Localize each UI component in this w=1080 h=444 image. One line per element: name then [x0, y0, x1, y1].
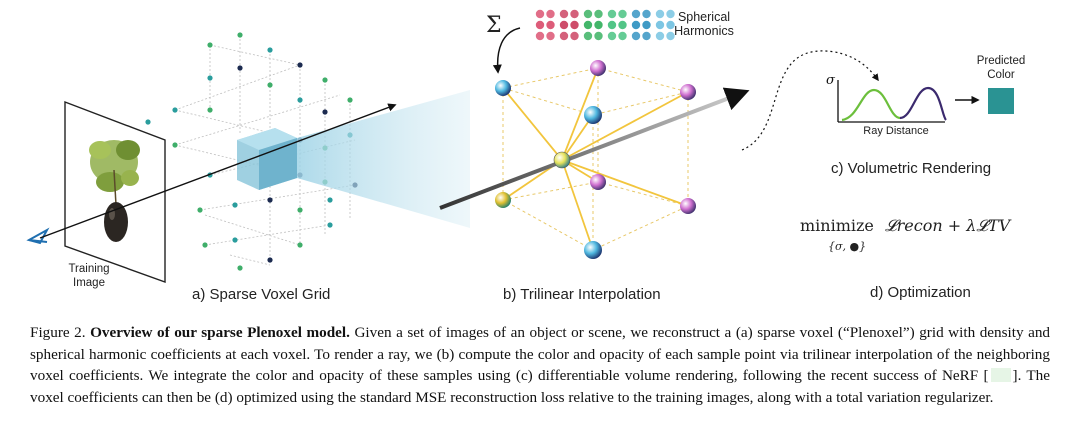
voxel-dot — [297, 207, 303, 213]
sh-basis-icon — [655, 9, 665, 19]
voxel-dot — [202, 242, 208, 248]
sum-symbol: Σ — [486, 13, 502, 38]
sh-basis-icon — [607, 31, 617, 41]
sh-basis-icon — [570, 9, 579, 19]
sh-basis-icon — [559, 31, 569, 41]
sh-basis-icon — [546, 9, 555, 19]
corner-spheres — [495, 60, 696, 259]
caption-body-1: Given a set of images of an object or sc… — [30, 324, 1051, 385]
loss-expression: 𝓛recon + λ𝓛TV — [885, 216, 1011, 235]
sh-basis-icon — [666, 31, 675, 41]
sigma-label: σ — [826, 73, 836, 88]
sh-basis-icon — [666, 9, 675, 19]
sh-basis-icon — [655, 20, 665, 30]
optimization-subscript: {σ, ●} — [828, 240, 867, 253]
sh-basis-icon — [631, 9, 641, 19]
caption-figure-number: Figure 2. — [30, 324, 86, 341]
figure-caption: Figure 2. Overview of our sparse Plenoxe… — [30, 322, 1050, 408]
sh-basis-icon — [631, 31, 641, 41]
sh-basis-icon — [642, 31, 651, 41]
highlighted-voxel — [237, 128, 297, 190]
figure-illustration: Σ σ — [26, 9, 1014, 283]
panel-label-b: b) Trilinear Interpolation — [503, 286, 661, 303]
sh-basis-icon — [546, 31, 555, 41]
voxel-dot — [322, 109, 328, 115]
voxel-dot — [172, 142, 178, 148]
sh-basis-icon — [618, 31, 627, 41]
sh-basis-icon — [607, 9, 617, 19]
voxel-dot — [297, 97, 303, 103]
spherical-harmonics-label: Spherical Harmonics — [674, 10, 734, 38]
sh-basis-icon — [607, 20, 617, 30]
voxel-dot — [347, 97, 353, 103]
zoom-beam — [297, 90, 470, 228]
ray-a — [39, 103, 397, 239]
panel-label-c: c) Volumetric Rendering — [831, 160, 992, 177]
sh-basis-icon — [570, 20, 579, 30]
voxel-dot — [207, 75, 213, 81]
sh-basis-icon — [594, 9, 603, 19]
voxel-dot — [267, 257, 273, 263]
sh-basis-icon — [535, 31, 545, 41]
panel-label-a: a) Sparse Voxel Grid — [192, 286, 331, 303]
voxel-dot — [232, 202, 238, 208]
citation-link[interactable] — [990, 368, 1011, 383]
density-curve-green — [841, 88, 901, 122]
voxel-dot — [267, 197, 273, 203]
voxel-dot — [267, 47, 273, 53]
voxel-dot — [237, 32, 243, 38]
voxel-dot — [237, 265, 243, 271]
interpolation-cube — [501, 67, 690, 251]
panel-label-d: d) Optimization — [870, 284, 971, 301]
sh-basis-icon — [631, 20, 641, 30]
voxel-dot — [172, 107, 178, 113]
voxel-dot — [297, 62, 303, 68]
voxel-dot — [237, 65, 243, 71]
voxel-dot — [322, 77, 328, 83]
optimization-equation: minimize 𝓛recon + λ𝓛TV — [800, 216, 1010, 236]
sh-basis-icon — [535, 20, 545, 30]
sh-basis-icon — [559, 20, 569, 30]
voxel-dot — [267, 82, 273, 88]
ray-distance-label: Ray Distance — [863, 125, 929, 137]
dotted-connector — [741, 50, 879, 151]
voxel-dot — [327, 197, 333, 203]
predicted-color-label: Predicted Color — [976, 55, 1026, 81]
sh-basis-icon — [666, 20, 675, 30]
sh-basis-icon — [535, 9, 545, 19]
sh-basis-icon — [655, 31, 665, 41]
predicted-color-swatch — [988, 88, 1014, 114]
spherical-harmonics-grid — [535, 9, 675, 41]
voxel-dot — [232, 237, 238, 243]
sh-basis-icon — [583, 9, 593, 19]
sh-basis-icon — [583, 20, 593, 30]
voxel-dot — [207, 42, 213, 48]
ray-b — [439, 87, 750, 210]
caption-title: Overview of our sparse Plenoxel model. — [90, 324, 350, 341]
voxel-dot — [197, 207, 203, 213]
voxel-dot — [207, 107, 213, 113]
voxel-dot — [297, 242, 303, 248]
sh-basis-icon — [594, 20, 603, 30]
sh-basis-icon — [546, 20, 555, 30]
sh-basis-icon — [594, 31, 603, 41]
sh-basis-icon — [570, 31, 579, 41]
sum-arrow — [492, 27, 521, 74]
sample-point — [553, 151, 571, 169]
sh-basis-icon — [618, 20, 627, 30]
minimize-word: minimize — [800, 216, 874, 235]
voxel-dot — [145, 119, 151, 125]
sh-basis-icon — [642, 20, 651, 30]
interpolation-weights — [502, 67, 689, 251]
sh-basis-icon — [642, 9, 651, 19]
caption-body-2: ]. The voxel coefficients can then be (d… — [30, 367, 1050, 406]
training-image-label: Training Image — [68, 263, 110, 289]
density-plot — [837, 80, 947, 123]
sh-basis-icon — [559, 9, 569, 19]
sh-basis-icon — [618, 9, 627, 19]
density-curve-purple — [899, 86, 947, 121]
voxel-dot — [327, 222, 333, 228]
sh-basis-icon — [583, 31, 593, 41]
